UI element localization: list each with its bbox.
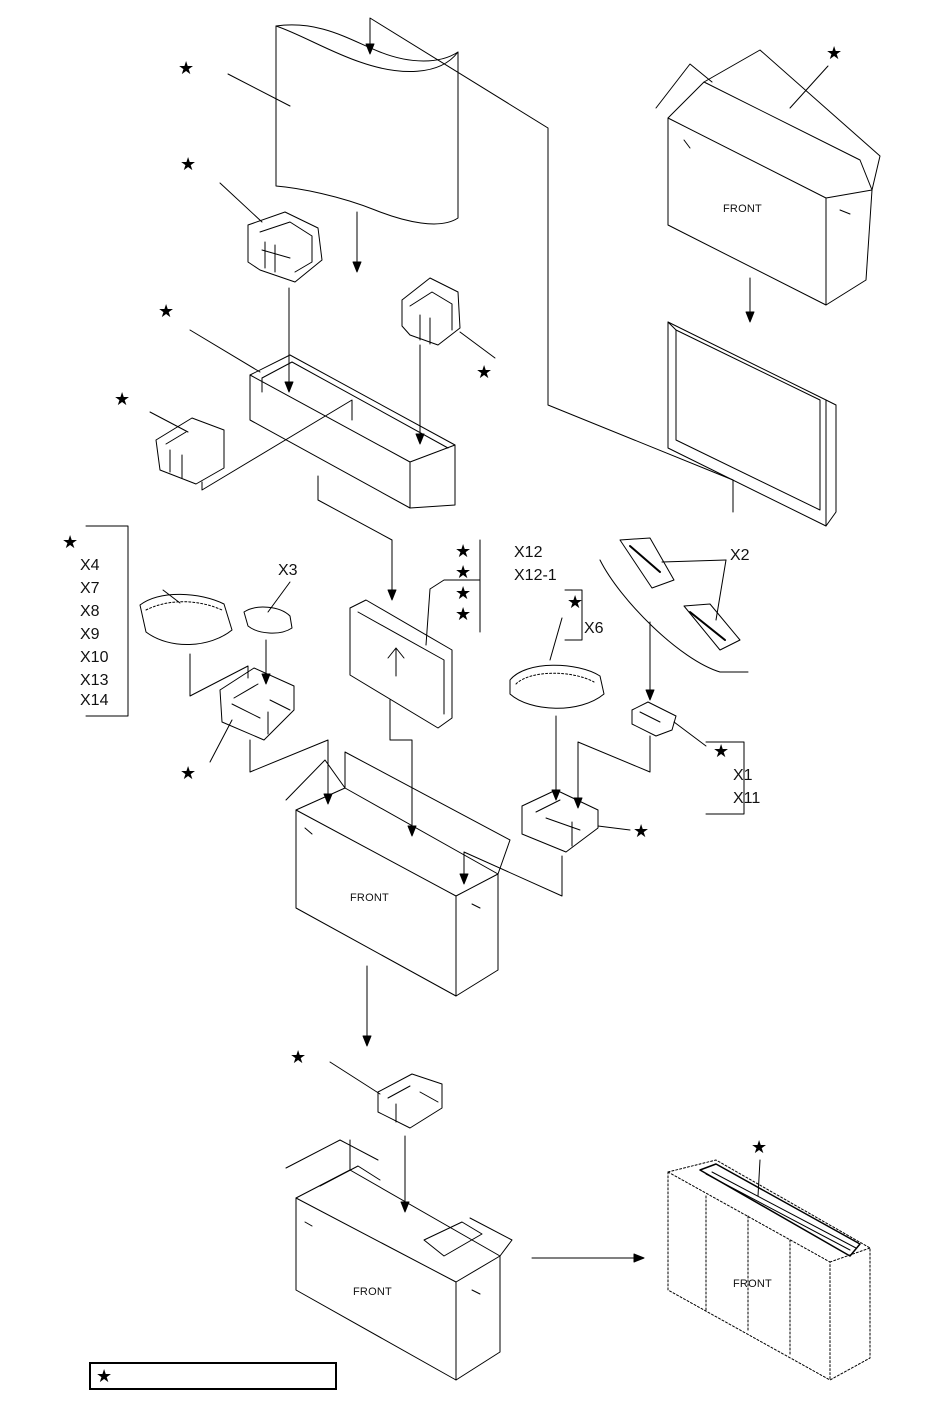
tray-box: [249, 354, 456, 509]
connector-bag-to-panel: [369, 17, 734, 513]
foam-end-left: [155, 417, 225, 485]
leader-bag: [227, 73, 291, 107]
cable-ties: [619, 537, 741, 651]
accessory-label: X4: [80, 557, 100, 574]
foam-top-bottom: [377, 1073, 443, 1129]
accessory-label: X13: [80, 672, 109, 689]
pad-small-x3: [243, 606, 293, 634]
star-marker-outer-box-top: ★: [826, 43, 843, 64]
accessory-label: X7: [80, 580, 100, 597]
star-marker-accessory-list: ★: [62, 532, 79, 553]
star-marker-manual-2: ★: [455, 562, 472, 583]
leader-board: [425, 579, 481, 646]
outer-box-middle: [285, 751, 511, 997]
star-marker-manual-3: ★: [455, 583, 472, 604]
strap-band: [699, 1163, 861, 1257]
star-marker-foam-upper-right: ★: [476, 362, 493, 383]
legend-star: ★: [96, 1366, 113, 1387]
star-marker-foam-end-left: ★: [114, 389, 131, 410]
accessory-label: X11: [733, 790, 761, 807]
bracket-remote: [705, 741, 745, 815]
accessory-label: X12-1: [514, 567, 557, 584]
outer-box-top-right: [655, 49, 881, 306]
front-label-bottom-right: FRONT: [733, 1278, 772, 1290]
star-marker-foam-middle-right: ★: [633, 821, 650, 842]
pad-right: [509, 664, 605, 709]
star-marker-manual-4: ★: [455, 604, 472, 625]
accessory-label: X8: [80, 603, 100, 620]
bracket-x6: [564, 589, 583, 641]
front-label-bottom: FRONT: [353, 1286, 392, 1298]
star-marker-foam-middle-left: ★: [180, 763, 197, 784]
bracket-left: [85, 525, 129, 717]
front-label-middle: FRONT: [350, 892, 389, 904]
star-marker-strap: ★: [751, 1137, 768, 1158]
foam-corner-middle-left: [219, 667, 295, 741]
legend-box: ★: [89, 1362, 337, 1390]
remote-control: [631, 701, 677, 737]
outer-box-bottom: [285, 1139, 513, 1381]
accessory-label: X12: [514, 544, 543, 561]
star-marker-bag: ★: [178, 58, 195, 79]
star-marker-pad-right: ★: [567, 592, 584, 613]
protective-bag: [275, 24, 459, 225]
display-panel: [667, 321, 837, 527]
star-marker-tray: ★: [158, 301, 175, 322]
pad-large-left: [139, 593, 233, 645]
accessory-label-x6: X6: [584, 620, 604, 637]
accessory-label: X1: [733, 767, 753, 784]
accessory-label: X14: [80, 692, 109, 709]
tie-bag-outline: [599, 559, 749, 673]
star-marker-remote: ★: [713, 741, 730, 762]
foam-corner-upper-right: [401, 277, 461, 346]
star-marker-foam-top-bottom: ★: [290, 1047, 307, 1068]
foam-corner-middle-right: [521, 789, 599, 853]
accessory-label: X9: [80, 626, 100, 643]
accessory-label-x2: X2: [730, 547, 750, 564]
accessory-label-x3: X3: [278, 562, 298, 579]
accessory-label: X10: [80, 649, 109, 666]
cushion-board: [349, 599, 453, 729]
star-marker-manual-1: ★: [455, 541, 472, 562]
foam-corner-upper-left: [247, 211, 323, 283]
front-label-top-right: FRONT: [723, 203, 762, 215]
star-marker-foam-upper-left: ★: [180, 154, 197, 175]
